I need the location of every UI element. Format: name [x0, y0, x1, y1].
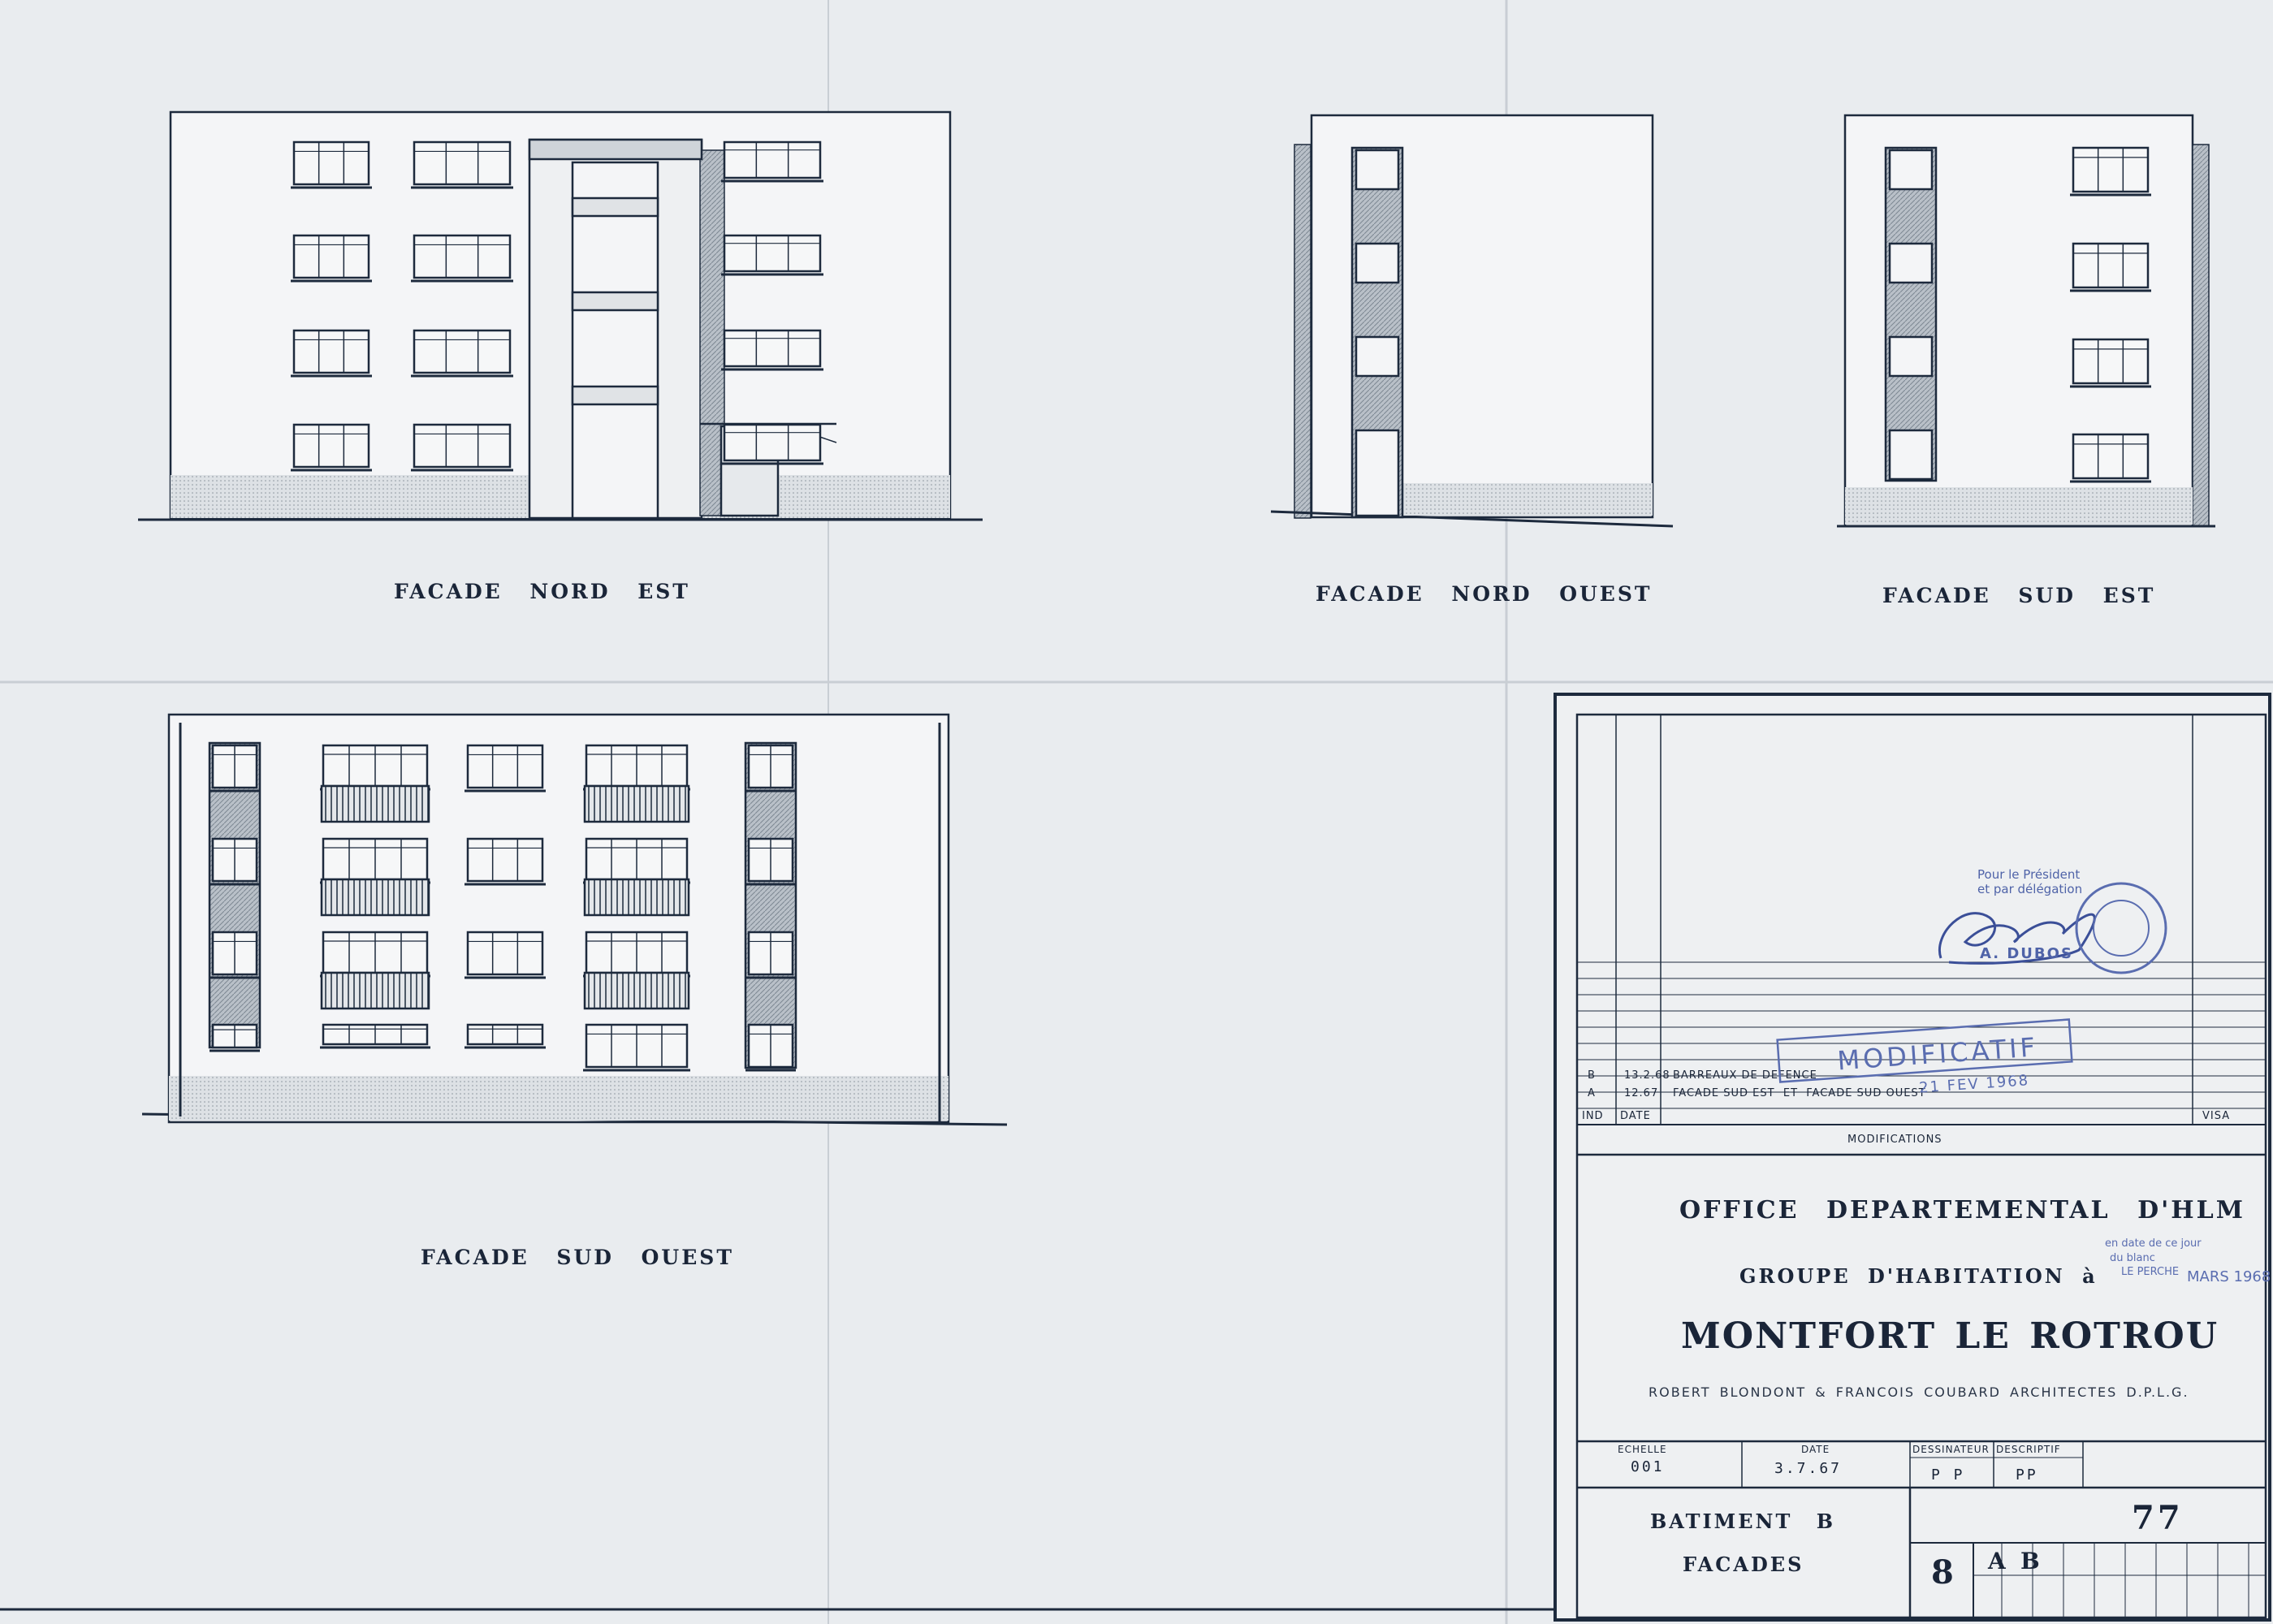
window [583, 1023, 690, 1072]
dessinateur-label: DESSINATEUR [1912, 1444, 1990, 1455]
balcony-railing [583, 878, 690, 917]
balcony-railing [320, 878, 430, 917]
facade-sud-est-label: FACADE SUD EST [1882, 584, 2155, 607]
window [320, 1023, 430, 1049]
received-line2: du blanc [2110, 1252, 2155, 1264]
window [411, 329, 513, 378]
window [721, 140, 823, 183]
place-title: MONTFORT LE ROTROU [1681, 1315, 2219, 1357]
stamp-president-line2: et par délégation [1977, 882, 2082, 896]
office-title: OFFICE DEPARTEMENTAL D'HLM [1679, 1196, 2245, 1224]
stamp-president-line1: Pour le Président [1977, 867, 2080, 882]
sheet-number: 8 [1931, 1553, 1954, 1592]
window [465, 837, 546, 886]
window [2070, 146, 2151, 197]
window [320, 744, 430, 791]
balcony-railing [583, 971, 690, 1010]
window [465, 744, 546, 793]
window [291, 423, 372, 472]
facade-sud-ouest [141, 713, 1008, 1126]
mod-b-text: BARREAUX DE DEFENCE [1673, 1069, 1817, 1082]
mod-a-date: 12.67 [1624, 1087, 1658, 1099]
window [583, 837, 690, 884]
window [745, 744, 796, 793]
received-place: LE PERCHE [2121, 1266, 2179, 1278]
batiment-title: BATIMENT B [1650, 1510, 1835, 1533]
window [291, 234, 372, 283]
window [210, 837, 260, 886]
stamp-signatory: A. DUBOS [1980, 945, 2073, 962]
balcony-railing [320, 784, 430, 823]
window [210, 744, 260, 793]
window [411, 140, 513, 189]
descriptif-value: PP [2016, 1466, 2038, 1484]
window [291, 329, 372, 378]
mod-header-ind: IND [1582, 1110, 1604, 1122]
received-stamp: en date de ce jour du blanc LE PERCHE MA… [2105, 1237, 2271, 1285]
descriptif-label: DESCRIPTIF [1996, 1444, 2061, 1455]
received-line1: en date de ce jour [2105, 1237, 2202, 1250]
window [721, 329, 823, 371]
letter-b: B [2020, 1548, 2040, 1574]
title-block [1554, 693, 2271, 1622]
facade-nord-ouest [1270, 114, 1674, 528]
facade-nord-est-label: FACADE NORD EST [394, 580, 690, 603]
facade-sud-est [1837, 114, 2215, 528]
drawing-number: 77 [2132, 1499, 2184, 1537]
office-seal-inner [2093, 900, 2150, 957]
window [210, 1023, 260, 1052]
facade-sud-ouest-label: FACADE SUD OUEST [421, 1246, 734, 1269]
balcony-railing [320, 971, 430, 1010]
window [583, 744, 690, 791]
window [291, 140, 372, 189]
facade-nord-est [138, 110, 983, 521]
received-date: MARS 1968 [2187, 1268, 2271, 1285]
architects-line: ROBERT BLONDONT & FRANCOIS COUBARD ARCHI… [1649, 1384, 2189, 1400]
echelle-label: ECHELLE [1618, 1444, 1667, 1455]
facade-nord-ouest-label: FACADE NORD OUEST [1316, 582, 1653, 606]
letter-a: A [1987, 1548, 2007, 1574]
mod-header-date: DATE [1620, 1110, 1651, 1122]
window [745, 837, 796, 886]
window [721, 234, 823, 276]
date-label: DATE [1801, 1444, 1830, 1455]
signature [1938, 912, 2096, 965]
office-seal [2075, 882, 2167, 974]
approval-stamp: Pour le Président et par délégation A. D… [1938, 867, 2167, 974]
window [2070, 242, 2151, 292]
window [465, 931, 546, 979]
mod-header-visa: VISA [2202, 1110, 2230, 1122]
modifications-caption: MODIFICATIONS [1847, 1134, 1942, 1146]
window [465, 1023, 546, 1049]
window [583, 931, 690, 978]
window [745, 1023, 796, 1072]
mod-b-date: 13.2.68 [1624, 1069, 1670, 1082]
window [721, 423, 823, 465]
dessinateur-value: P P [1931, 1466, 1965, 1484]
groupe-title: GROUPE D'HABITATION à [1739, 1264, 2098, 1288]
window [745, 931, 796, 979]
echelle-value: 001 [1631, 1458, 1665, 1475]
window [411, 234, 513, 283]
window [320, 931, 430, 978]
facades-title: FACADES [1683, 1553, 1804, 1576]
mod-a-ind: A [1588, 1087, 1596, 1099]
balcony-railing [583, 784, 690, 823]
mod-b-ind: B [1588, 1069, 1596, 1082]
date-value: 3.7.67 [1774, 1460, 1842, 1477]
window [320, 837, 430, 884]
modificatif-box [1776, 1018, 2073, 1083]
window [2070, 433, 2151, 483]
mod-a-text: FACADE SUD EST ET FACADE SUD OUEST [1673, 1087, 1926, 1099]
window [411, 423, 513, 472]
window [210, 931, 260, 979]
window [2070, 338, 2151, 388]
